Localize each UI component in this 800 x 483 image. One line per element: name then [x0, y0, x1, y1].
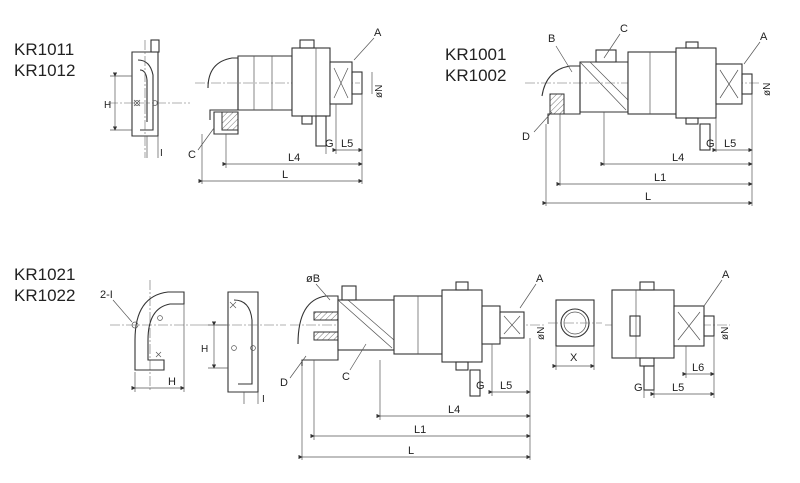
dim-h-label: H	[168, 376, 176, 388]
dim-l6-label: L6	[692, 362, 704, 374]
leader-a-label: A	[722, 269, 730, 281]
dim-g-label: G	[476, 380, 485, 392]
front-view-kr1011: L4 L L5 G C A øN	[188, 27, 385, 184]
dim-l4-label: L4	[288, 152, 300, 164]
dim-n-label: øN	[720, 327, 731, 340]
dim-h-label: H	[201, 344, 208, 355]
dim-n-label: øN	[762, 83, 773, 96]
leader-b-label: B	[548, 33, 555, 45]
dim-l1-label: L1	[414, 424, 426, 436]
leader-c-label: C	[188, 149, 196, 161]
side-view-kr1011: H I	[104, 39, 190, 159]
dim-l-label: L	[645, 191, 651, 203]
front-view-kr1001: L4 L1 L L5 G B C D A øN	[522, 23, 773, 206]
dim-l5-label: L5	[672, 382, 684, 394]
dim-g-label: G	[325, 138, 334, 150]
dim-l-label: L	[282, 169, 288, 181]
model-label-kr1001: KR1001	[445, 45, 507, 64]
leader-a-label: A	[760, 31, 768, 43]
dim-ob-label: øB	[306, 273, 320, 285]
dim-l-label: L	[408, 445, 414, 457]
dim-g-label: G	[634, 382, 643, 394]
dim-l4-label: L4	[448, 404, 460, 416]
dim-i-label: I	[262, 394, 265, 405]
leader-d-label: D	[280, 377, 288, 389]
dim-h-label: H	[104, 100, 111, 111]
model-label-kr1021: KR1021	[14, 265, 76, 284]
leader-c-label: C	[342, 371, 350, 383]
model-label-kr1022: KR1022	[14, 286, 76, 305]
front-view-kr1022: L5 L6 G A øN	[605, 269, 731, 398]
leader-a-label: A	[374, 27, 382, 39]
dim-n-label: øN	[536, 327, 547, 340]
dim-n-label: øN	[374, 85, 385, 98]
model-label-kr1002: KR1002	[445, 66, 507, 85]
model-label-kr1011: KR1011	[14, 40, 75, 59]
leader-a-label: A	[536, 273, 544, 285]
dim-g-label: G	[706, 138, 715, 150]
dim-l5-label: L5	[500, 380, 512, 392]
dim-l5-label: L5	[724, 138, 736, 150]
dim-x-label: X	[570, 352, 578, 364]
side-view-kr1021: H I	[200, 291, 286, 405]
dim-i-label: I	[160, 148, 163, 159]
end-view-kr1021: 2-I H	[100, 280, 200, 392]
front-view-kr1021: L4 L1 L L5 G øB C D A øN	[280, 273, 547, 460]
model-label-kr1012: KR1012	[14, 61, 76, 80]
dim-l5-label: L5	[341, 138, 353, 150]
dim-l4-label: L4	[672, 152, 684, 164]
dim-l1-label: L1	[654, 172, 666, 184]
dim-2i-label: 2-I	[100, 289, 113, 301]
end-view-nut: X	[548, 299, 602, 370]
leader-c-label: C	[620, 23, 628, 35]
leader-d-label: D	[522, 131, 530, 143]
